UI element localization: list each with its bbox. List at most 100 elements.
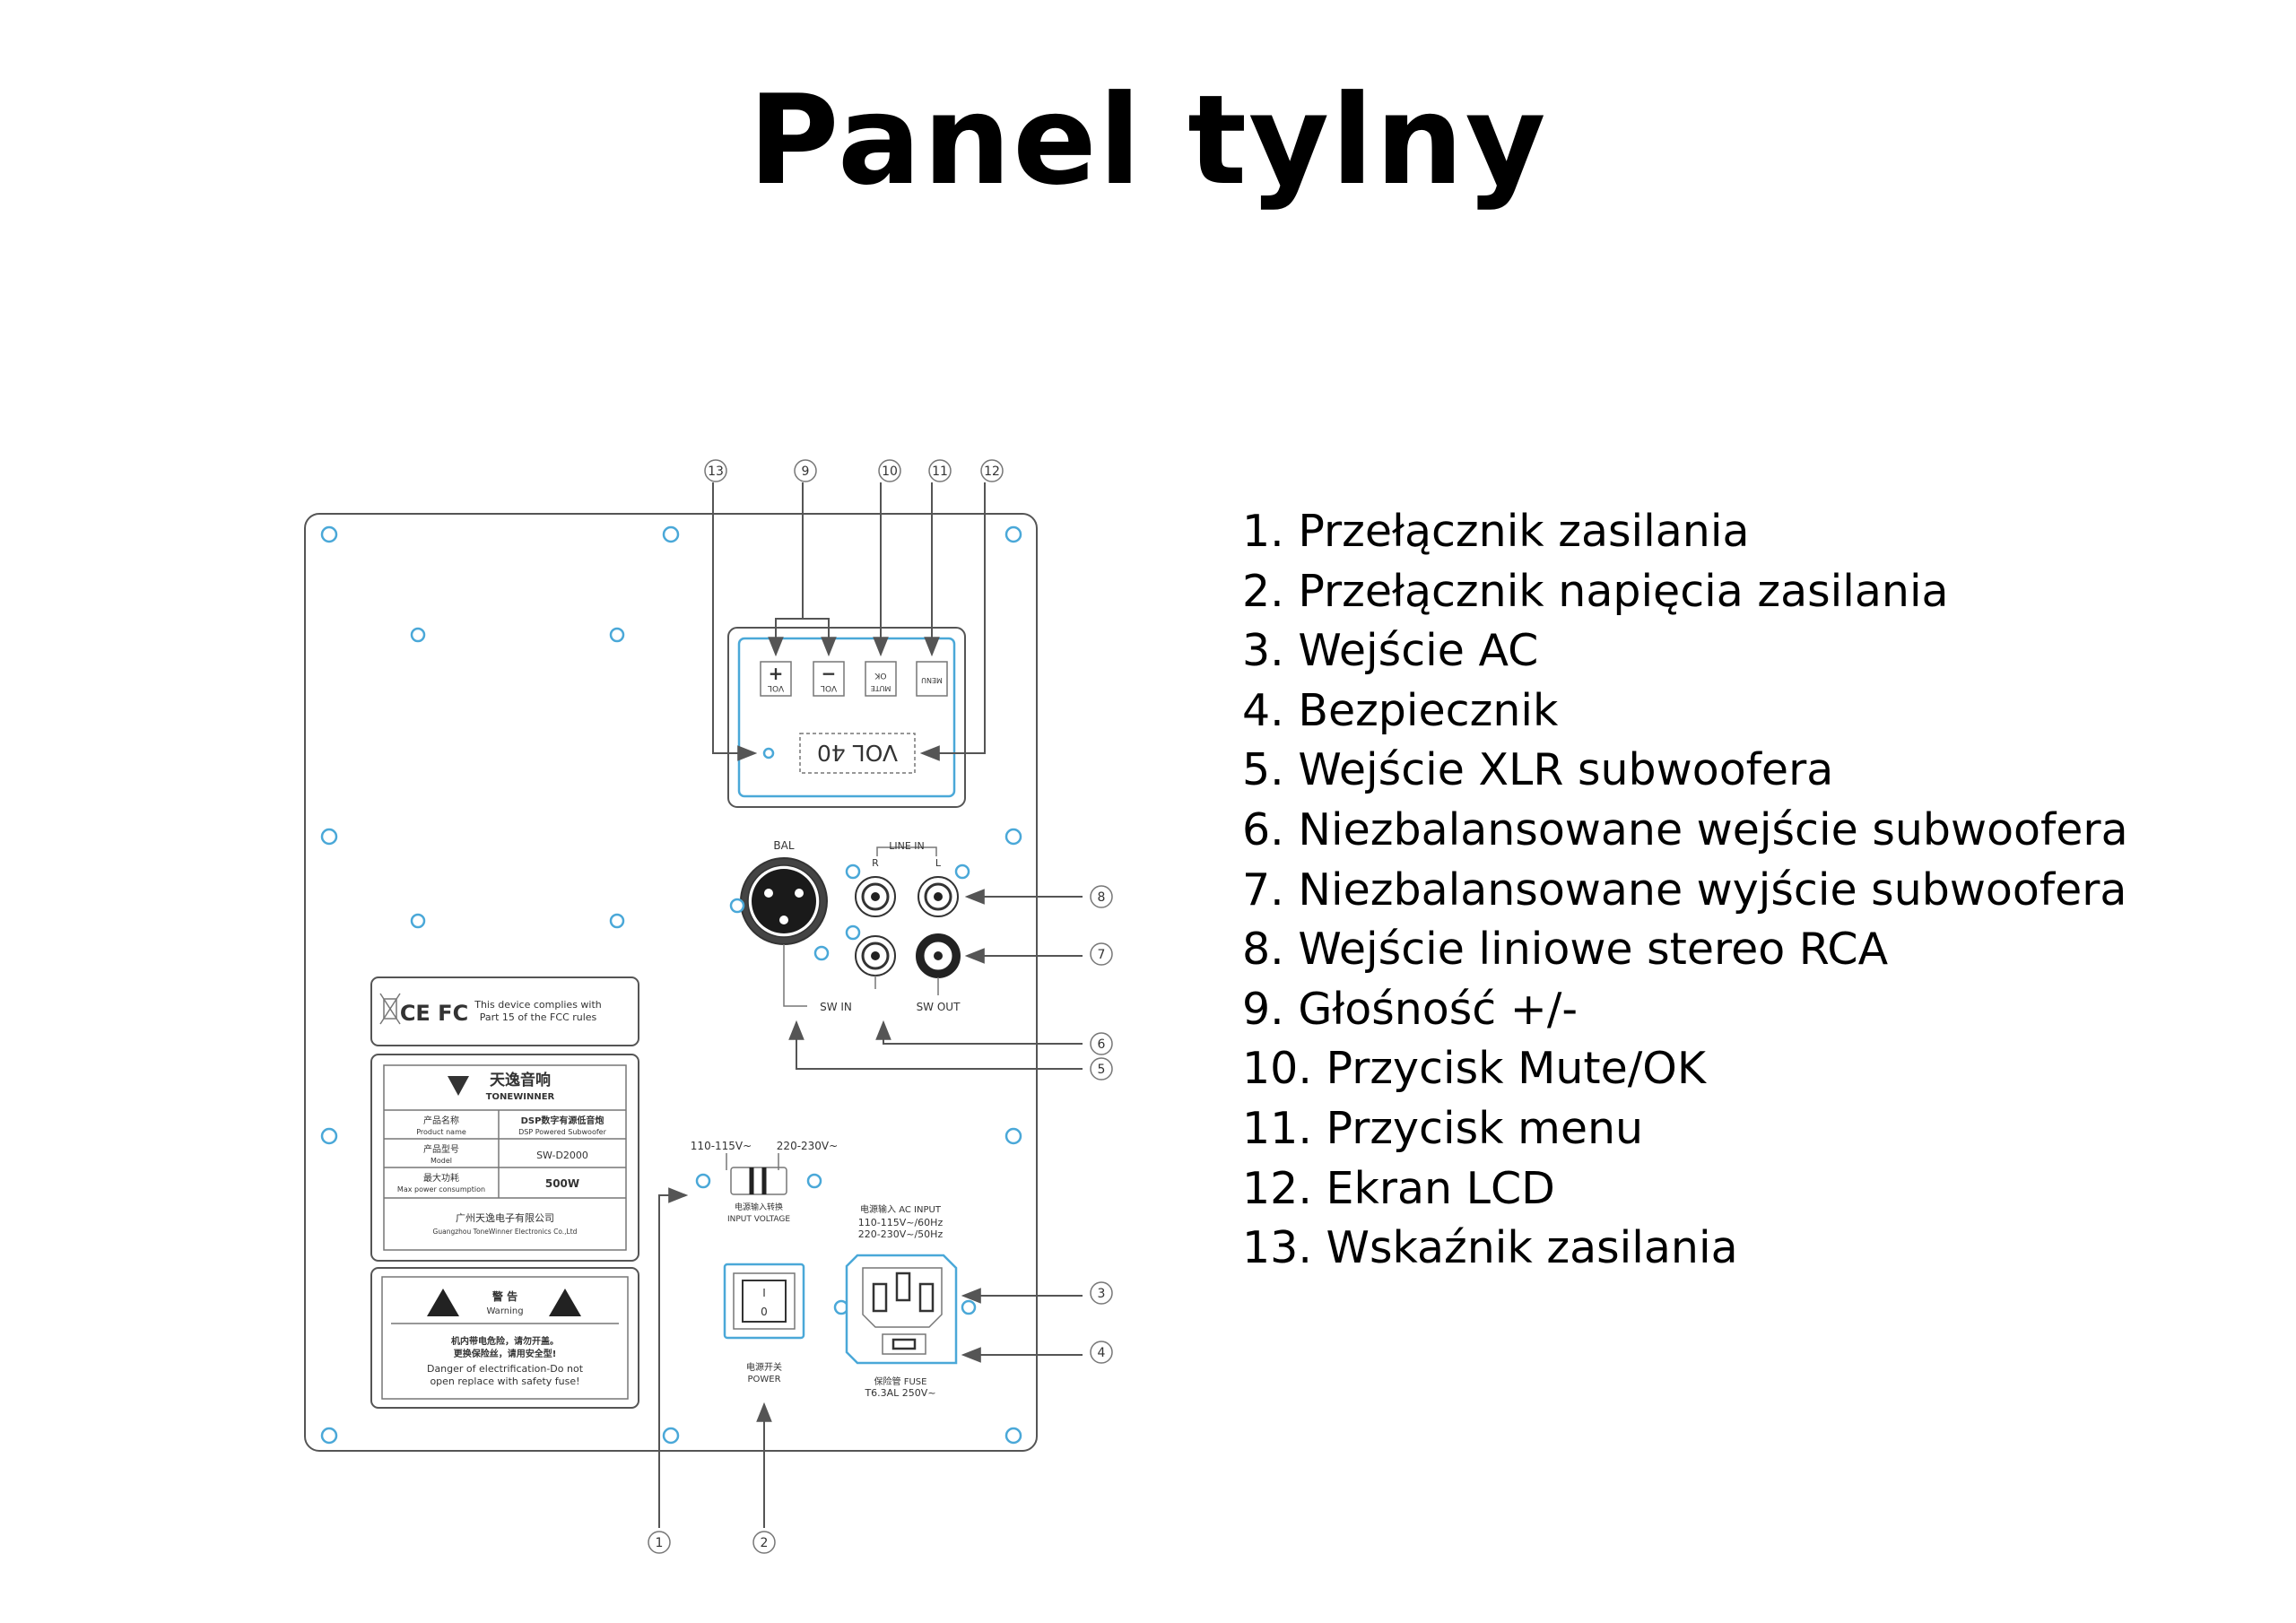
legend-item-6: 6. Niezbalansowane wejście subwoofera — [1242, 803, 2128, 855]
svg-text:This device complies with: This device complies with — [474, 999, 602, 1011]
svg-text:Model: Model — [430, 1157, 452, 1165]
svg-text:INPUT VOLTAGE: INPUT VOLTAGE — [727, 1215, 790, 1224]
legend-item-8: 8. Wejście liniowe stereo RCA — [1242, 924, 1889, 976]
svg-text:机内带电危险，请勿开盖。: 机内带电危险，请勿开盖。 — [451, 1335, 559, 1347]
xlr-input-connector: BAL SW IN — [729, 839, 852, 1013]
svg-text:广州天逸电子有限公司: 广州天逸电子有限公司 — [456, 1211, 554, 1224]
svg-text:产品名称: 产品名称 — [423, 1115, 459, 1126]
svg-text:0: 0 — [761, 1306, 768, 1318]
legend-item-13: 13. Wskaźnik zasilania — [1242, 1222, 1738, 1274]
legend-item-12: 12. Ekran LCD — [1242, 1162, 1555, 1214]
legend-item-9: 9. Głośność +/- — [1242, 983, 1578, 1035]
vol-plus-button: + VOL — [760, 661, 792, 697]
svg-text:SW OUT: SW OUT — [917, 1001, 961, 1013]
mute-ok-button: OK MUTE — [865, 661, 897, 697]
svg-text:POWER: POWER — [747, 1375, 780, 1384]
lcd-screen: VOL 40 — [799, 733, 916, 774]
callout-1: 1 — [648, 1531, 671, 1554]
svg-text:警 告: 警 告 — [491, 1289, 517, 1303]
svg-text:Part 15 of the FCC rules: Part 15 of the FCC rules — [480, 1011, 597, 1023]
callout-11: 11 — [928, 459, 952, 482]
callout-5: 5 — [1090, 1057, 1113, 1081]
weee-bin-icon — [379, 993, 401, 1025]
svg-text:更换保险丝，请用安全型!: 更换保险丝，请用安全型! — [454, 1348, 557, 1359]
svg-text:Warning: Warning — [486, 1306, 523, 1316]
control-module: + VOL − VOL OK MUTE MENU VOL 40 — [727, 627, 966, 808]
svg-text:1: 1 — [656, 1536, 664, 1550]
callout-badges: 13 9 10 11 12 8 7 6 5 3 4 1 2 — [648, 459, 1113, 1554]
sw-in-rca-connector — [845, 924, 896, 989]
tonewinner-logo — [448, 1076, 469, 1096]
svg-text:−: − — [822, 663, 837, 684]
ac-inlet-socket: 电源输入 AC INPUT 110-115V~/60Hz 220-230V~/5… — [833, 1203, 977, 1399]
svg-text:MUTE: MUTE — [871, 684, 891, 692]
power-led-icon — [762, 747, 775, 759]
svg-text:TONEWINNER: TONEWINNER — [486, 1092, 555, 1102]
power-rocker-switch: I 0 电源开关 POWER — [723, 1263, 805, 1384]
svg-text:Product name: Product name — [416, 1128, 466, 1136]
svg-text:VOL: VOL — [821, 683, 837, 692]
callout-2: 2 — [752, 1531, 776, 1554]
sw-out-rca-connector: SW OUT — [916, 933, 961, 1013]
svg-text:8: 8 — [1098, 890, 1106, 905]
svg-text:LINE IN: LINE IN — [889, 840, 925, 852]
svg-text:MENU: MENU — [921, 676, 943, 684]
svg-text:I: I — [762, 1287, 766, 1299]
callout-8: 8 — [1090, 885, 1113, 908]
svg-text:3: 3 — [1098, 1287, 1106, 1301]
svg-text:电源开关: 电源开关 — [746, 1361, 782, 1373]
svg-text:+: + — [769, 663, 784, 684]
line-in-rca-connectors: LINE IN R L — [845, 840, 970, 917]
svg-text:T6.3AL 250V~: T6.3AL 250V~ — [864, 1387, 935, 1399]
svg-text:Danger of electrification-Do n: Danger of electrification-Do not — [427, 1363, 584, 1375]
svg-text:500W: 500W — [545, 1177, 579, 1190]
svg-text:L: L — [935, 857, 942, 869]
legend-item-4: 4. Bezpiecznik — [1242, 684, 1559, 736]
svg-text:open replace with safety fuse!: open replace with safety fuse! — [430, 1376, 579, 1387]
callout-4: 4 — [1090, 1341, 1113, 1364]
page-title: Panel tylny — [748, 68, 1548, 213]
svg-text:DSP数字有源低音炮: DSP数字有源低音炮 — [521, 1115, 604, 1126]
svg-text:Guangzhou ToneWinner Electroni: Guangzhou ToneWinner Electronics Co.,Ltd — [433, 1228, 578, 1236]
rear-panel-outline — [304, 513, 1038, 1452]
svg-text:DSP Powered Subwoofer: DSP Powered Subwoofer — [518, 1128, 606, 1136]
warning-label: 警 告 Warning 机内带电危险，请勿开盖。 更换保险丝，请用安全型! Da… — [370, 1267, 639, 1409]
svg-text:7: 7 — [1098, 948, 1106, 962]
callout-3: 3 — [1090, 1281, 1113, 1305]
svg-text:SW-D2000: SW-D2000 — [536, 1150, 588, 1161]
legend-item-1: 1. Przełącznik zasilania — [1242, 506, 1750, 557]
svg-text:BAL: BAL — [773, 839, 794, 852]
svg-text:天逸音响: 天逸音响 — [490, 1071, 551, 1089]
certification-label: CE FC This device complies with Part 15 … — [370, 976, 639, 1046]
svg-text:9: 9 — [802, 464, 810, 479]
callout-leaders — [658, 482, 1083, 1528]
svg-text:CE FC: CE FC — [400, 1001, 468, 1026]
menu-button: MENU — [916, 661, 948, 697]
svg-text:5: 5 — [1098, 1063, 1106, 1077]
svg-text:6: 6 — [1098, 1037, 1106, 1052]
svg-text:最大功耗: 最大功耗 — [423, 1172, 459, 1184]
svg-text:13: 13 — [708, 464, 724, 479]
svg-text:VOL: VOL — [768, 683, 784, 692]
voltage-selector-switch: 110-115V~ 220-230V~ 电源输入转换 INPUT VOLTAGE — [691, 1140, 838, 1224]
product-label: 天逸音响 TONEWINNER 产品名称 Product name DSP数字有… — [370, 1054, 639, 1262]
svg-text:110-115V~/60Hz: 110-115V~/60Hz — [858, 1217, 944, 1228]
svg-text:电源输入转换: 电源输入转换 — [735, 1202, 783, 1212]
svg-text:Max power consumption: Max power consumption — [397, 1185, 485, 1193]
svg-text:SW IN: SW IN — [820, 1001, 852, 1013]
svg-text:电源输入 AC INPUT: 电源输入 AC INPUT — [860, 1203, 942, 1215]
legend-item-10: 10. Przycisk Mute/OK — [1242, 1043, 1706, 1095]
legend-item-5: 5. Wejście XLR subwoofera — [1242, 744, 1834, 796]
svg-text:保险管 FUSE: 保险管 FUSE — [874, 1376, 927, 1387]
svg-text:R: R — [872, 857, 879, 869]
svg-text:12: 12 — [984, 464, 1000, 479]
legend-item-2: 2. Przełącznik napięcia zasilania — [1242, 565, 1949, 617]
legend-item-3: 3. Wejście AC — [1242, 625, 1539, 677]
callout-12: 12 — [980, 459, 1004, 482]
svg-text:2: 2 — [761, 1536, 769, 1550]
legend-item-11: 11. Przycisk menu — [1242, 1102, 1644, 1154]
callout-10: 10 — [878, 459, 901, 482]
svg-text:220-230V~/50Hz: 220-230V~/50Hz — [858, 1228, 944, 1240]
svg-text:110-115V~: 110-115V~ — [691, 1140, 752, 1152]
